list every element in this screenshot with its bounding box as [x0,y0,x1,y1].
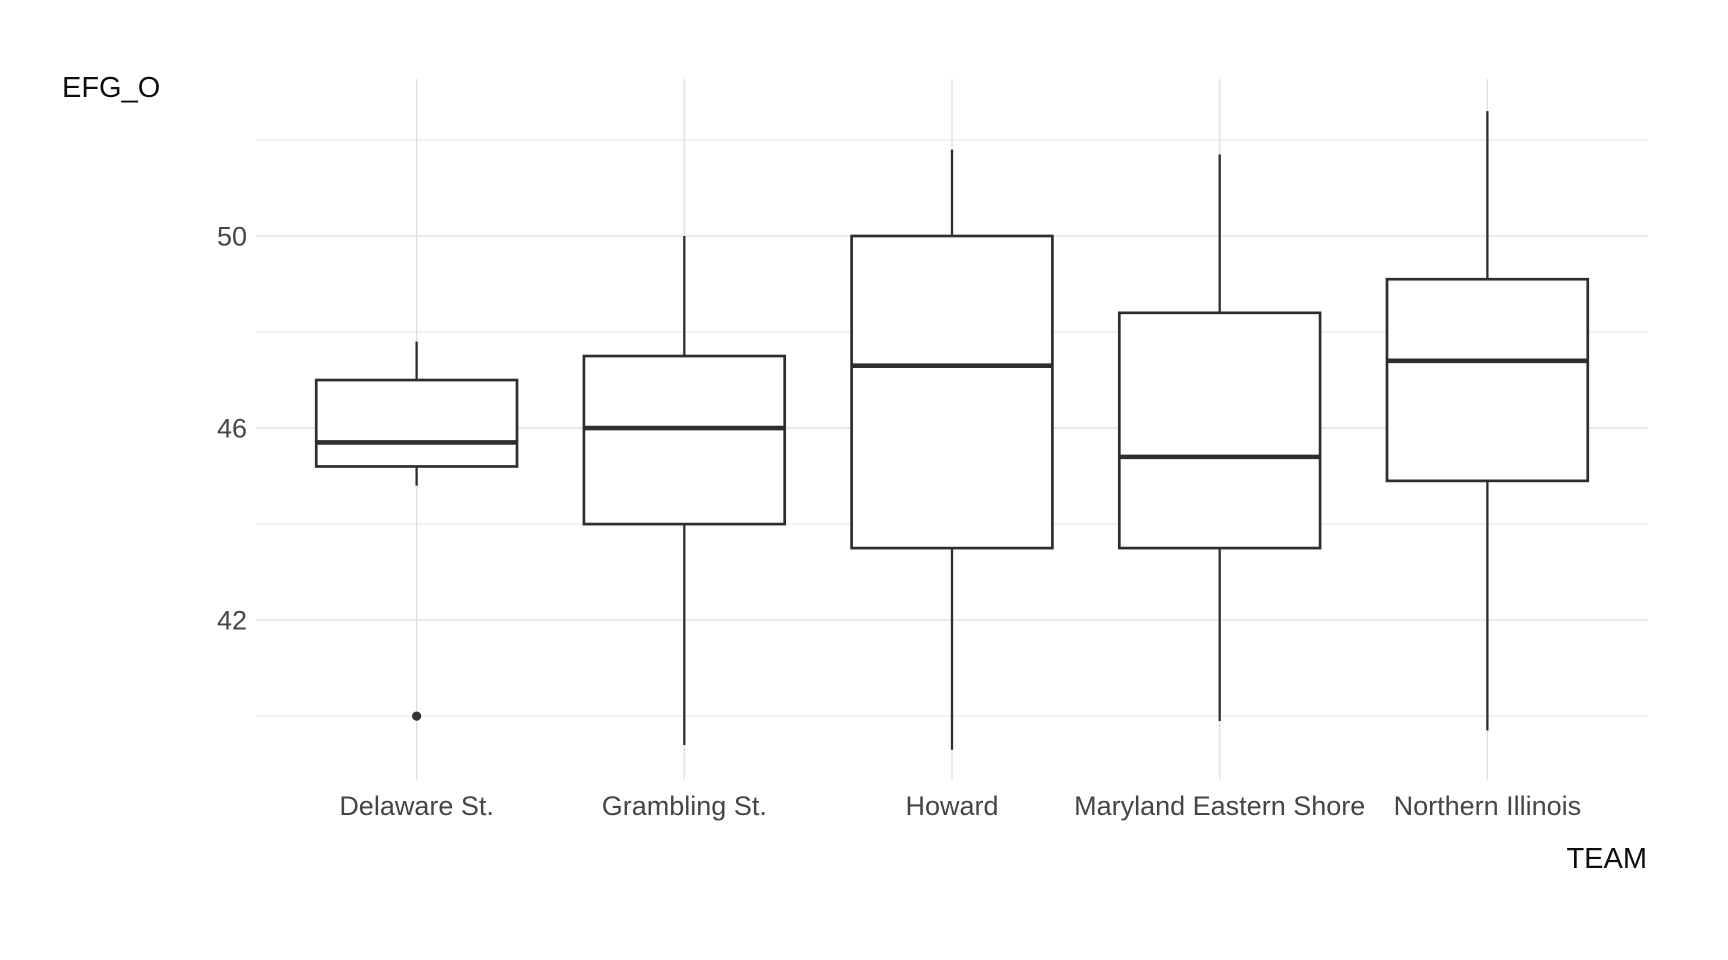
x-tick-label-delaware-st: Delaware St. [339,791,494,821]
box-delaware-st [314,378,519,468]
x-tick-label-howard: Howard [905,791,998,821]
box-howard [850,234,1054,550]
y-tick-label-42: 42 [217,606,247,636]
y-tick-label-50: 50 [217,221,247,251]
x-axis-title: TEAM [1566,843,1647,875]
box-maryland-eastern-shore [1117,311,1322,550]
x-tick-label-maryland-eastern-shore: Maryland Eastern Shore [1074,791,1365,821]
box-northern-illinois [1385,277,1590,483]
box-grambling-st [582,354,787,526]
y-axis-title: EFG_O [62,72,161,104]
y-tick-label-46: 46 [217,414,247,444]
x-tick-label-northern-illinois: Northern Illinois [1394,791,1582,821]
x-tick-label-grambling-st: Grambling St. [602,791,767,821]
outlier-delaware-st-0 [412,711,422,721]
